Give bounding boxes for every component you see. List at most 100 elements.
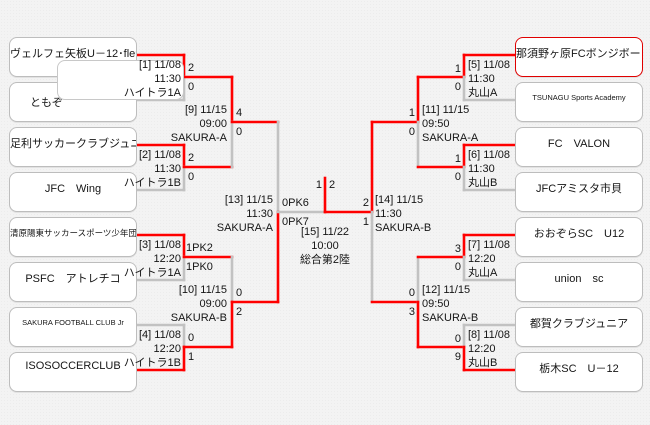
score-m7-top: 3 [454,243,461,255]
match-label: [14] 11/15 [375,194,424,206]
team-name: JFCアミスタ市貝 [536,183,622,195]
score-m12-bottom: 3 [408,306,415,318]
match-time: 11:30 [154,163,181,175]
match-time: 12:20 [468,253,496,265]
team-box-left-6[interactable]: PSFC アトレチコ [9,262,137,302]
match-label: [11] 11/15 [422,104,470,116]
team-box-right-7[interactable]: 都賀クラブジュニア [515,307,643,347]
match-label: [10] 11/15 [178,284,227,296]
score-m3-top: 1PK2 [186,242,213,254]
match-time: 11:30 [154,73,181,85]
score-m14-bottom: 1 [362,216,369,228]
team-name: 都賀クラブジュニア [529,318,629,330]
team-name: PSFC アトレチコ [25,273,121,285]
team-name: FC VALON [547,138,611,150]
score-m6-bottom: 0 [454,171,461,183]
team-name: ヴェルフェ矢板U－12･fleur [10,48,137,60]
team-box-right-3[interactable]: FC VALON [515,127,643,167]
score-m5-top: 1 [454,63,461,75]
score-m9-top: 4 [236,107,243,119]
score-m15-right: 2 [329,179,336,191]
match-info-m9[interactable]: [9] 11/15 09:00 SAKURA-A [117,103,227,145]
match-time: 09:50 [422,298,450,310]
score-m10-top: 0 [236,287,243,299]
score-m13-top: 0PK6 [282,197,309,209]
match-label: [2] 11/08 [139,149,181,161]
score-m4-bottom: 1 [188,351,195,363]
score-m6-top: 1 [454,153,461,165]
match-venue: 丸山A [468,87,498,99]
match-info-m3[interactable]: [3] 11/08 12:20 ハイトラ1A [71,238,181,280]
score-m3-bottom: 1PK0 [186,261,213,273]
score-m4-top: 0 [188,332,195,344]
match-time: 10:00 [311,240,339,252]
team-box-left-8[interactable]: ISOSOCCERCLUB [9,352,137,392]
match-venue: 丸山B [468,177,498,189]
score-m1-bottom: 0 [188,81,195,93]
match-venue: 総合第2陸 [299,254,351,266]
team-box-left-5[interactable]: 清原陽東サッカースポーツ少年団 [9,217,137,257]
match-time: 12:20 [153,343,181,355]
team-name: TSUNAGU Sports Academy [532,93,626,102]
team-name: 足利サッカークラブジュニア [10,138,136,150]
score-m11-bottom: 0 [408,126,415,138]
match-info-m7[interactable]: [7] 11/08 12:20 丸山A [468,238,578,280]
match-info-m12[interactable]: [12] 11/15 09:50 SAKURA-B [422,283,532,325]
match-info-m10[interactable]: [10] 11/15 09:00 SAKURA-B [117,283,227,325]
match-info-m14[interactable]: [14] 11/15 11:30 SAKURA-B [375,193,485,235]
team-name: SAKURA FOOTBALL CLUB Jr [22,318,124,327]
match-info-m15[interactable]: [15] 11/22 10:00 総合第2陸 [270,225,380,267]
score-m11-top: 1 [408,107,415,119]
match-info-popup [57,60,184,100]
team-name: 那須野ヶ原FCボンジボーラ [516,48,643,60]
match-label: [12] 11/15 [422,284,471,296]
score-m9-bottom: 0 [236,126,243,138]
match-time: 09:00 [199,118,227,130]
match-info-m11[interactable]: [11] 11/15 09:50 SAKURA-A [422,103,532,145]
match-venue: SAKURA-A [170,132,227,144]
team-box-right-8[interactable]: 栃木SC U－12 [515,352,643,392]
match-venue: 丸山A [468,267,498,279]
team-box-left-3[interactable]: 足利サッカークラブジュニア [9,127,137,167]
score-m14-top: 2 [362,197,369,209]
match-info-m4[interactable]: [4] 11/08 12:20 ハイトラ1B [71,328,181,370]
team-box-right-1[interactable]: 那須野ヶ原FCボンジボーラ [515,37,643,77]
team-name: 栃木SC U－12 [539,363,619,375]
match-info-m1[interactable]: [1] 11/08 11:30 ハイトラ1A [71,58,181,100]
match-info-m13[interactable]: [13] 11/15 11:30 SAKURA-A [163,193,273,235]
match-label: [3] 11/08 [139,239,181,251]
match-label: [6] 11/08 [468,149,510,161]
match-time: 09:50 [422,118,450,130]
match-label: [5] 11/08 [468,59,510,71]
team-box-left-7[interactable]: SAKURA FOOTBALL CLUB Jr [9,307,137,347]
match-label: [4] 11/08 [139,329,181,341]
score-m8-bottom: 9 [454,351,461,363]
team-box-right-2[interactable]: TSUNAGU Sports Academy [515,82,643,122]
team-name: JFC Wing [44,183,102,195]
match-label: [15] 11/22 [300,226,350,238]
team-box-right-6[interactable]: union sc [515,262,643,302]
team-box-right-4[interactable]: JFCアミスタ市貝 [515,172,643,212]
team-name: ともぞ [30,97,63,109]
score-m12-top: 0 [408,287,415,299]
match-venue: ハイトラ1B [123,177,181,189]
match-venue: SAKURA-A [216,222,273,234]
match-time: 11:30 [468,163,495,175]
match-label: [13] 11/15 [224,194,273,206]
match-label: [7] 11/08 [468,239,510,251]
match-info-m5[interactable]: [5] 11/08 11:30 丸山A [468,58,578,100]
score-m2-bottom: 0 [188,171,195,183]
match-info-m6[interactable]: [6] 11/08 11:30 丸山B [468,148,578,190]
team-box-left-4[interactable]: JFC Wing [9,172,137,212]
match-label: [9] 11/15 [185,104,227,116]
team-box-right-5[interactable]: おおぞらSC U12 [515,217,643,257]
match-venue: SAKURA-B [422,312,479,324]
match-time: 12:20 [153,253,181,265]
score-m8-top: 0 [454,333,461,345]
match-time: 11:30 [246,208,273,220]
score-m13-bottom: 0PK7 [282,216,309,228]
match-info-m8[interactable]: [8] 11/08 12:20 丸山B [468,328,578,370]
match-venue: 丸山B [468,357,498,369]
match-info-m2[interactable]: [2] 11/08 11:30 ハイトラ1B [71,148,181,190]
